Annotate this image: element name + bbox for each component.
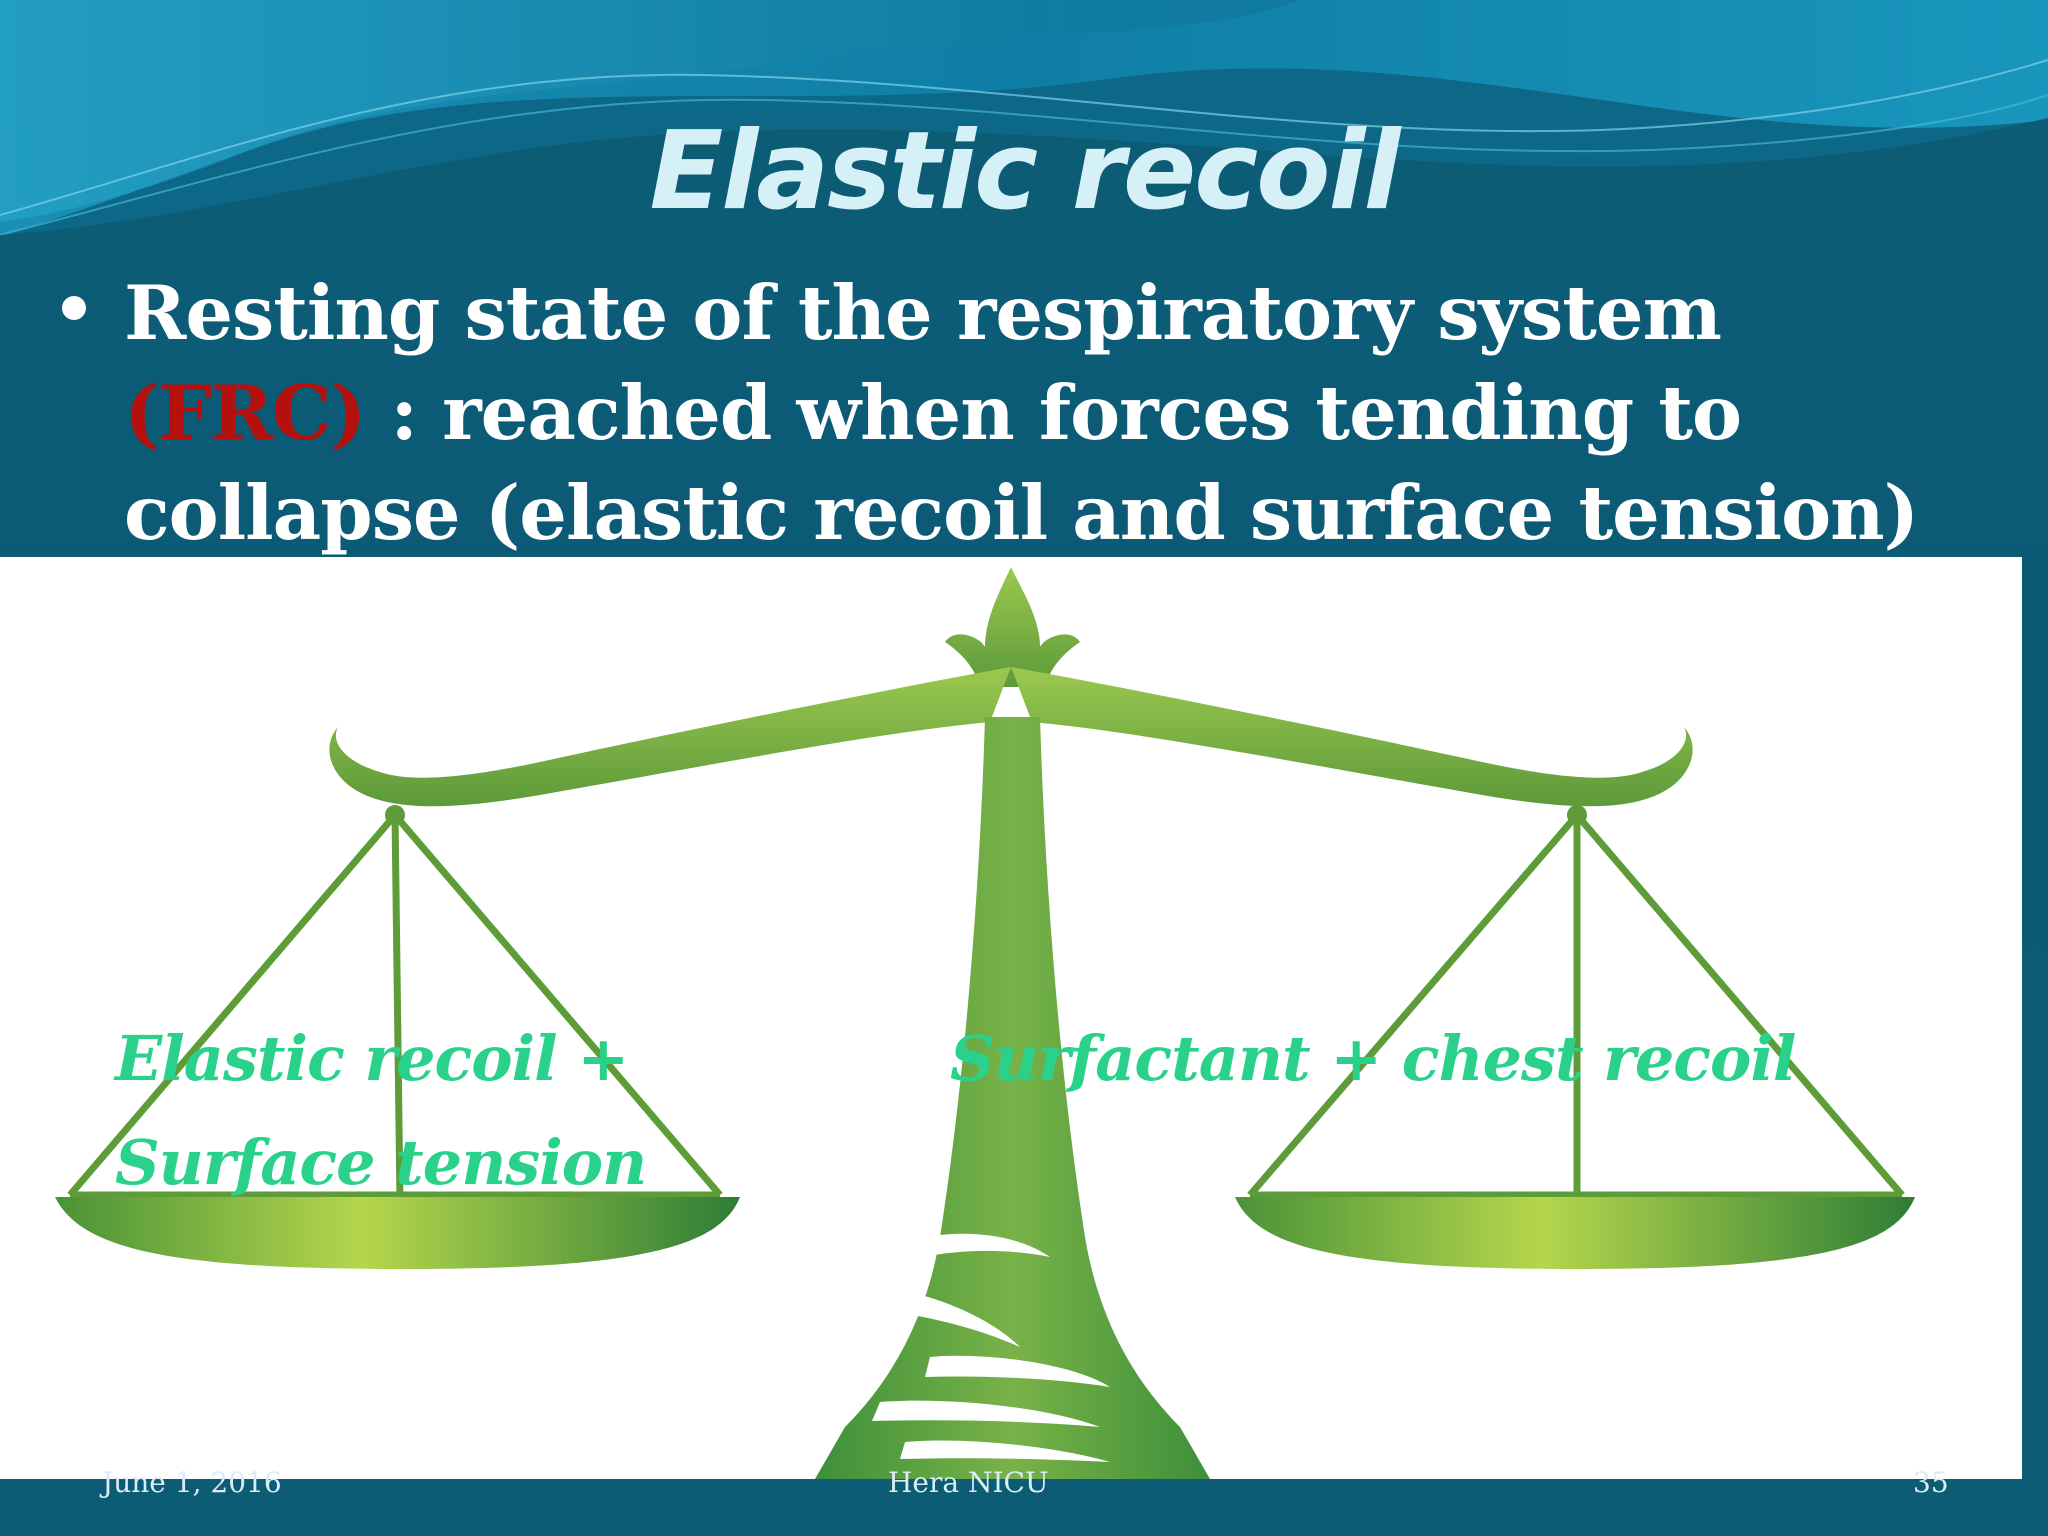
bullet-line-1: Resting state of the respiratory system <box>124 269 1722 357</box>
footer-center-text: Hera NICU <box>888 1466 1049 1499</box>
right-pan-label: Surfactant + chest recoil <box>950 1022 1796 1095</box>
footer-date: June 1, 2016 <box>102 1466 282 1499</box>
left-pan-label: Elastic recoil + Surface tension <box>115 1007 647 1215</box>
header-wave-decoration <box>0 0 2048 290</box>
slide-number: 35 <box>1913 1466 1949 1499</box>
bullet-line-2-rest: : reached when forces tending to <box>365 369 1742 457</box>
bullet-dot <box>62 296 86 320</box>
frc-highlight: (FRC) <box>124 369 366 457</box>
bullet-line-2: (FRC) : reached when forces tending to <box>124 362 1742 464</box>
balance-scale-icon <box>55 567 1915 1479</box>
left-pan-label-line-1: Elastic recoil + <box>115 1022 629 1095</box>
slide-title: Elastic recoil <box>649 109 1401 234</box>
balance-scale-image: Elastic recoil + Surface tension Surfact… <box>0 557 2022 1479</box>
bullet-line-3: collapse (elastic recoil and surface ten… <box>124 469 1919 557</box>
left-pan-label-line-2: Surface tension <box>115 1126 647 1199</box>
